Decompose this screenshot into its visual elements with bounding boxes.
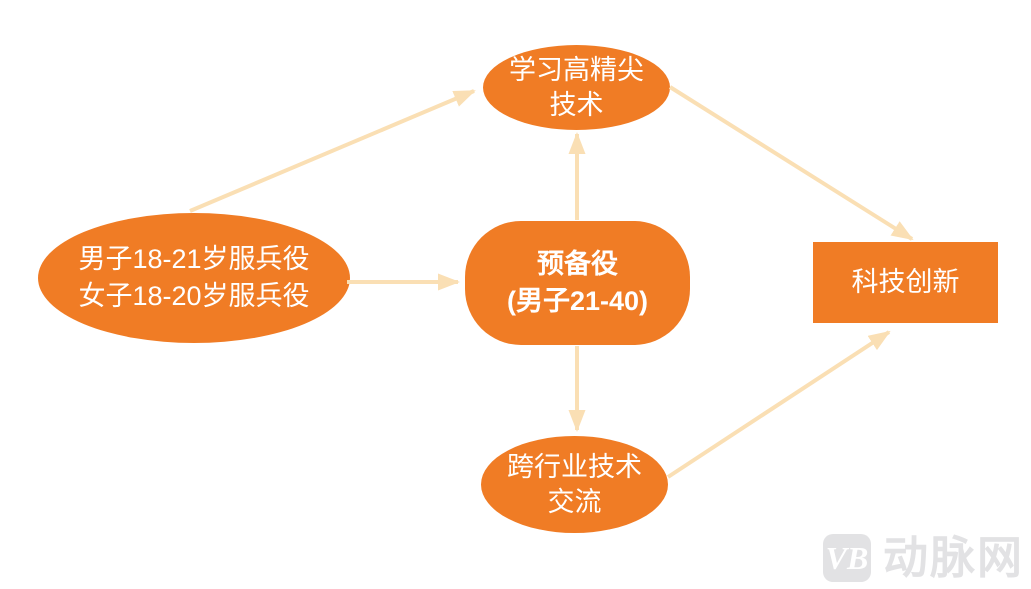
node-cross-industry-exchange-line2: 交流 (547, 486, 602, 517)
node-learn-tech-line2: 技术 (549, 89, 604, 120)
node-learn-tech-line1: 学习高精尖 (509, 54, 644, 85)
vb-logo-icon: VB (823, 534, 871, 582)
arrow-exchange-to-innovation (666, 330, 891, 479)
arrow-service-to-learn (189, 89, 476, 213)
watermark-brand-text: 动脉网 (883, 532, 1025, 583)
node-cross-industry-exchange: 跨行业技术 交流 (481, 436, 668, 533)
node-tech-innovation: 科技创新 (813, 242, 998, 323)
arrow-learn-to-innovation (668, 85, 914, 241)
node-military-service: 男子18-21岁服兵役 女子18-20岁服兵役 (38, 213, 350, 343)
node-reserve-duty: 预备役 (男子21-40) (465, 221, 690, 345)
watermark: VB 动脉网 (823, 534, 1024, 582)
node-tech-innovation-label: 科技创新 (851, 267, 960, 297)
node-cross-industry-exchange-line1: 跨行业技术 (507, 451, 642, 482)
node-learn-tech: 学习高精尖 技术 (483, 45, 670, 130)
vb-logo-text: VB (825, 540, 869, 576)
node-military-service-line2: 女子18-20岁服兵役 (78, 281, 310, 311)
node-reserve-duty-line1: 预备役 (537, 249, 618, 279)
node-military-service-line1: 男子18-21岁服兵役 (78, 244, 310, 274)
node-reserve-duty-line2: (男子21-40) (506, 286, 649, 316)
